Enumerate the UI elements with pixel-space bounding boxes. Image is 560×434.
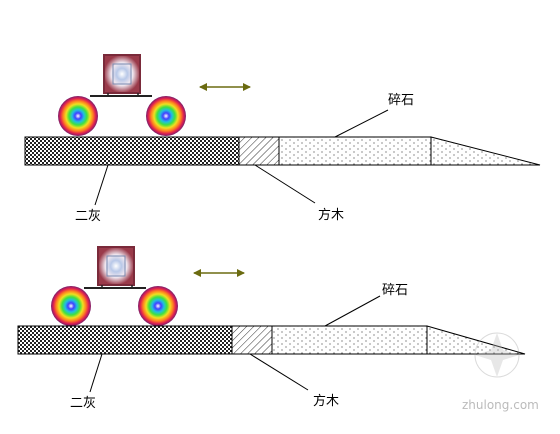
label-lime-fly-ash: 二灰 bbox=[70, 396, 96, 411]
leader-gravel bbox=[324, 295, 381, 327]
watermark: zhulong.com bbox=[462, 332, 539, 412]
label-timber: 方木 bbox=[313, 393, 339, 409]
roller-wheel-left bbox=[58, 96, 98, 136]
roller-wheel-left bbox=[51, 286, 91, 326]
leader-gravel bbox=[334, 109, 389, 138]
roller-wheel-right bbox=[146, 96, 186, 136]
diagram-top: 碎石 方木 二灰 bbox=[24, 54, 541, 224]
roller-wheel-right bbox=[138, 286, 178, 326]
lime-fly-ash-layer bbox=[24, 136, 240, 166]
label-timber: 方木 bbox=[318, 207, 344, 223]
label-gravel: 碎石 bbox=[388, 93, 414, 108]
timber-block bbox=[238, 136, 280, 166]
cab-box bbox=[97, 246, 135, 286]
timber-block bbox=[231, 325, 273, 355]
roller-machine bbox=[51, 246, 178, 326]
leader-timber bbox=[254, 164, 316, 204]
gravel-slope bbox=[430, 136, 541, 166]
label-gravel: 碎石 bbox=[382, 283, 408, 298]
leader-timber bbox=[249, 353, 309, 391]
diagram-bottom: 碎石 方木 二灰 bbox=[17, 246, 526, 411]
leader-lime-fly-ash bbox=[89, 353, 103, 393]
cab-box bbox=[103, 54, 141, 94]
gravel-slope bbox=[426, 325, 526, 355]
watermark-logo-icon bbox=[474, 332, 520, 378]
gravel-layer bbox=[271, 325, 428, 355]
lime-fly-ash-layer bbox=[17, 325, 233, 355]
watermark-text: zhulong.com bbox=[462, 398, 539, 412]
roller-machine bbox=[58, 54, 186, 136]
gravel-layer bbox=[278, 136, 432, 166]
label-lime-fly-ash: 二灰 bbox=[75, 209, 101, 224]
leader-lime-fly-ash bbox=[94, 164, 109, 206]
